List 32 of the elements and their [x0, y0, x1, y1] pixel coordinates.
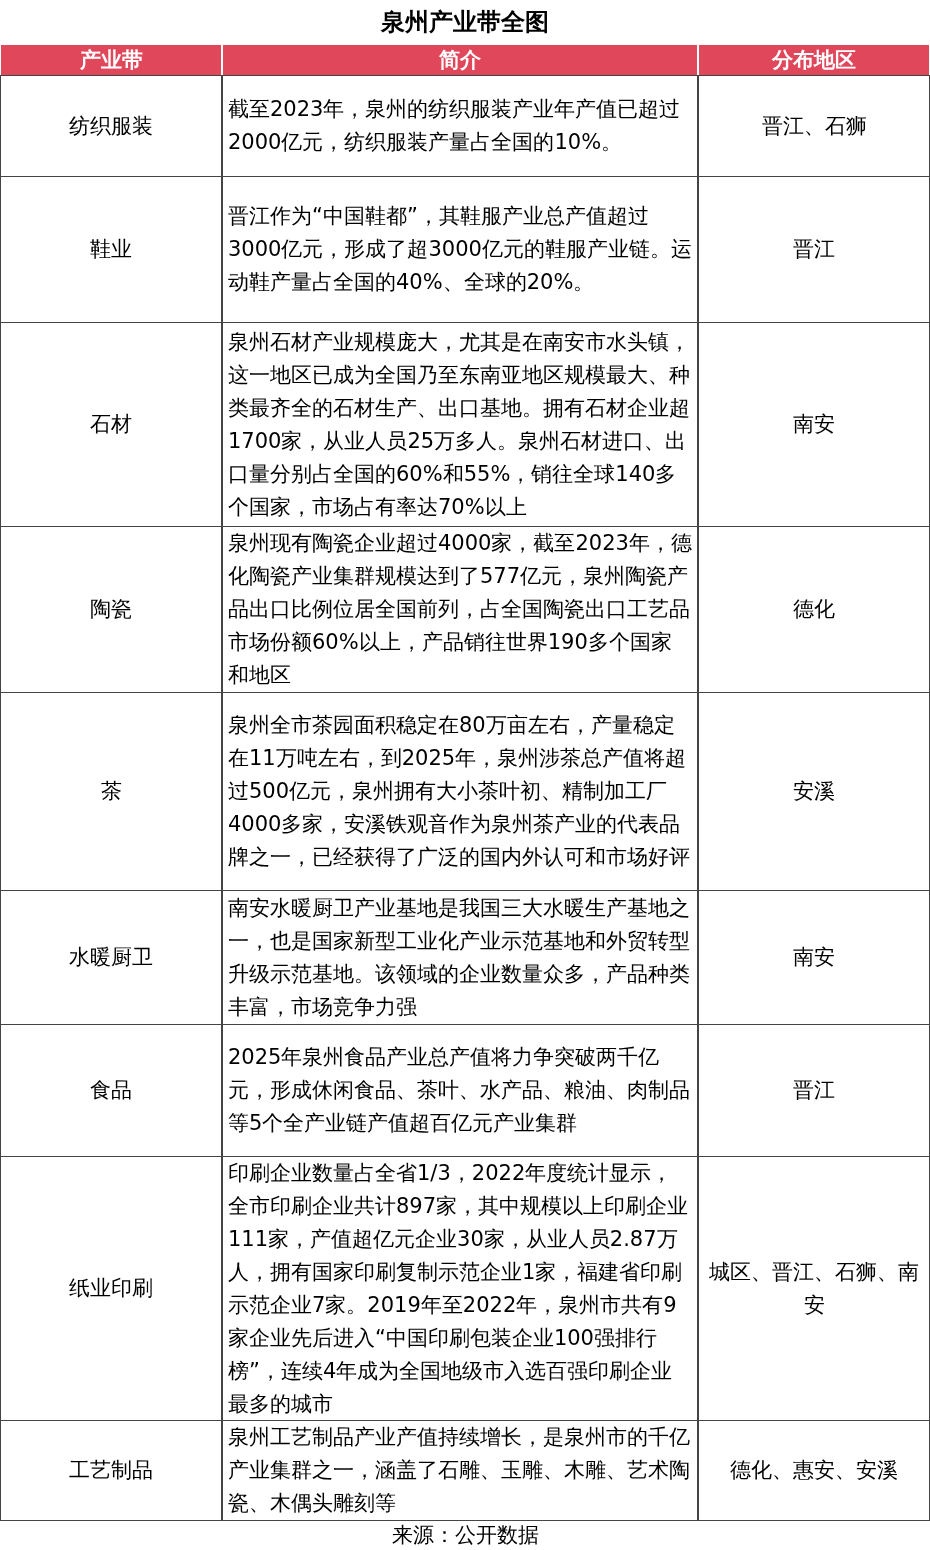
table-cell: 泉州现有陶瓷企业超过4000家，截至2023年，德化陶瓷产业集群规模达到了577亿元，泉州陶瓷产品出口比例位居全国前列，占全国陶瓷出口工艺品市场份额60%以上，产品销往世界190多个国家和地区: [222, 526, 698, 693]
table-cell: 德化: [698, 526, 930, 693]
table-cell: 陶瓷: [0, 526, 222, 693]
table-cell: 工艺制品: [0, 1420, 222, 1521]
table-cell: 泉州石材产业规模庞大，尤其是在南安市水头镇，这一地区已成为全国乃至东南亚地区规模最大、种类最齐全的石材生产、出口基地。拥有石材企业超1700家，从业人员25万多人。泉州石材进口、出口量分别占全国的60%和55%，销往全球140多个国家，市场占有率达70%以上: [222, 322, 698, 527]
table-cell: 南安: [698, 890, 930, 1025]
table-cell: 茶: [0, 692, 222, 891]
table-title: 泉州产业带全图: [379, 7, 550, 38]
table-cell: 城区、晋江、石狮、南安: [698, 1156, 930, 1421]
table-cell: 2025年泉州食品产业总产值将力争突破两千亿元，形成休闲食品、茶叶、水产品、粮油、肉制品等5个全产业链产值超百亿元产业集群: [222, 1024, 698, 1157]
table-cell: 纺织服装: [0, 75, 222, 177]
header-cell: 简介: [222, 44, 698, 76]
table-cell: 南安水暖厨卫产业基地是我国三大水暖生产基地之一，也是国家新型工业化产业示范基地和外贸转型升级示范基地。该领域的企业数量众多，产品种类丰富，市场竞争力强: [222, 890, 698, 1025]
table-cell: 泉州全市茶园面积稳定在80万亩左右，产量稳定在11万吨左右，到2025年，泉州涉茶总产值将超过500亿元，泉州拥有大小茶叶初、精制加工厂4000多家，安溪铁观音作为泉州茶产业的代表品牌之一，已经获得了广泛的国内外认可和市场好评: [222, 692, 698, 891]
table-cell: 石材: [0, 322, 222, 527]
table-cell: 晋江: [698, 1024, 930, 1157]
header-cell: 分布地区: [698, 44, 930, 76]
table-cell: 晋江作为“中国鞋都”，其鞋服产业总产值超过3000亿元，形成了超3000亿元的鞋服产业链。运动鞋产量占全国的40%、全球的20%。: [222, 176, 698, 323]
table-cell: 印刷企业数量占全省1/3，2022年度统计显示，全市印刷企业共计897家，其中规模以上印刷企业111家，产值超亿元企业30家，从业人员2.87万人，拥有国家印刷复制示范企业1家，福建省印刷示范企业7家。2019年至2022年，泉州市共有9家企业先后进入“中国印刷包装企业100强排行榜”，连续4年成为全国地级市入选百强印刷企业最多的城市: [222, 1156, 698, 1421]
source-note: 来源：公开数据: [390, 1522, 540, 1549]
table-cell: 安溪: [698, 692, 930, 891]
table-cell: 晋江: [698, 176, 930, 323]
table-cell: 水暖厨卫: [0, 890, 222, 1025]
table-cell: 南安: [698, 322, 930, 527]
table-cell: 德化、惠安、安溪: [698, 1420, 930, 1521]
table-cell: 食品: [0, 1024, 222, 1157]
table-cell: 纸业印刷: [0, 1156, 222, 1421]
header-cell: 产业带: [0, 44, 222, 76]
table-cell: 鞋业: [0, 176, 222, 323]
table-cell: 晋江、石狮: [698, 75, 930, 177]
table-cell: 截至2023年，泉州的纺织服装产业年产值已超过2000亿元，纺织服装产量占全国的10%。: [222, 75, 698, 177]
table-cell: 泉州工艺制品产业产值持续增长，是泉州市的千亿产业集群之一，涵盖了石雕、玉雕、木雕、艺术陶瓷、木偶头雕刻等: [222, 1420, 698, 1521]
